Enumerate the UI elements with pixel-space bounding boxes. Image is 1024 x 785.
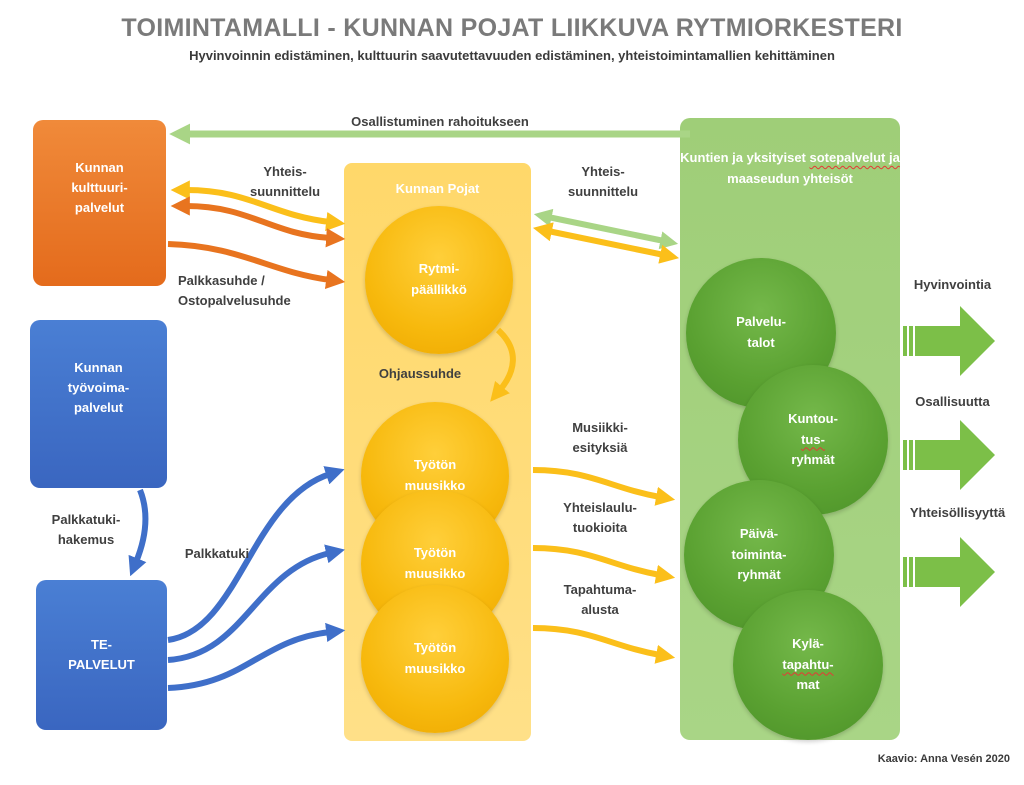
outcome-yhteisollisyytta: Yhteisöllisyyttä (909, 505, 1006, 520)
event-platform-label: Tapahtuma- alusta (563, 582, 637, 618)
kunnan-pojat-title: Kunnan Pojat (395, 181, 480, 196)
event-platform-arrow (532, 625, 676, 664)
funding-label: Osallistuminen rahoitukseen (351, 114, 529, 129)
te-palvelut-box: TE- PALVELUT (36, 580, 167, 730)
rytmipaallikko-circle: Rytmi- päällikkö (365, 206, 513, 354)
wage-subsidy-arrow-1 (167, 466, 345, 643)
paivatoimintaryhmat-circle: Päivä- toiminta- ryhmät (684, 480, 834, 630)
wage-application-label: Palkkatuki- hakemus (51, 512, 121, 548)
musician-circle-3: Työtön muusikko (361, 585, 509, 733)
kylatapahtumat-circle: Kylä- tapahtu- mat (733, 590, 883, 740)
wage-subsidy-label: Palkkatuki (184, 546, 250, 561)
guidance-label: Ohjaussuhde (378, 366, 462, 381)
kulttuuripalvelut-box: Kunnan kulttuuri- palvelut (33, 120, 166, 286)
coplanning-arrow-right-yellow (532, 222, 680, 264)
coplanning-arrow-orange (170, 196, 346, 248)
guidance-arrow (490, 327, 516, 402)
diagram-subtitle: Hyvinvoinnin edistäminen, kulttuurin saa… (189, 48, 835, 63)
music-performances-label: Musiikki- esityksiä (572, 420, 628, 456)
palvelutalot-circle: Palvelu- talot (686, 258, 836, 408)
coplanning-left-label: Yhteis- suunnittelu (249, 164, 321, 200)
outcome-arrow-2 (903, 420, 995, 490)
outcome-osallisuutta: Osallisuutta (915, 394, 990, 409)
diagram-title: TOIMINTAMALLI - KUNNAN POJAT LIIKKUVA RY… (121, 14, 903, 42)
wage-subsidy-arrow-3 (167, 622, 346, 691)
wage-subsidy-arrow-2 (167, 544, 345, 663)
tyovoimapalvelut-box: Kunnan työvoima- palvelut (30, 320, 167, 488)
coplanning-right-label: Yhteis- suunnittelu (567, 164, 639, 200)
employment-relation-label: Palkkasuhde / Ostopalvelusuhde (178, 273, 291, 309)
singalong-arrow (532, 545, 676, 584)
outcome-hyvinvointia: Hyvinvointia (913, 277, 992, 292)
diagram-credit: Kaavio: Anna Vesén 2020 (877, 753, 1010, 765)
music-performance-arrow (532, 467, 676, 506)
outcome-arrow-3 (903, 537, 995, 607)
partners-title: Kuntien ja yksityiset sotepalvelut ja ma… (680, 150, 900, 186)
wage-application-arrow (128, 488, 149, 577)
outcome-arrow-1 (903, 306, 995, 376)
singalong-label: Yhteislaulu- tuokioita (563, 500, 637, 536)
employment-relation-arrow (167, 241, 346, 290)
